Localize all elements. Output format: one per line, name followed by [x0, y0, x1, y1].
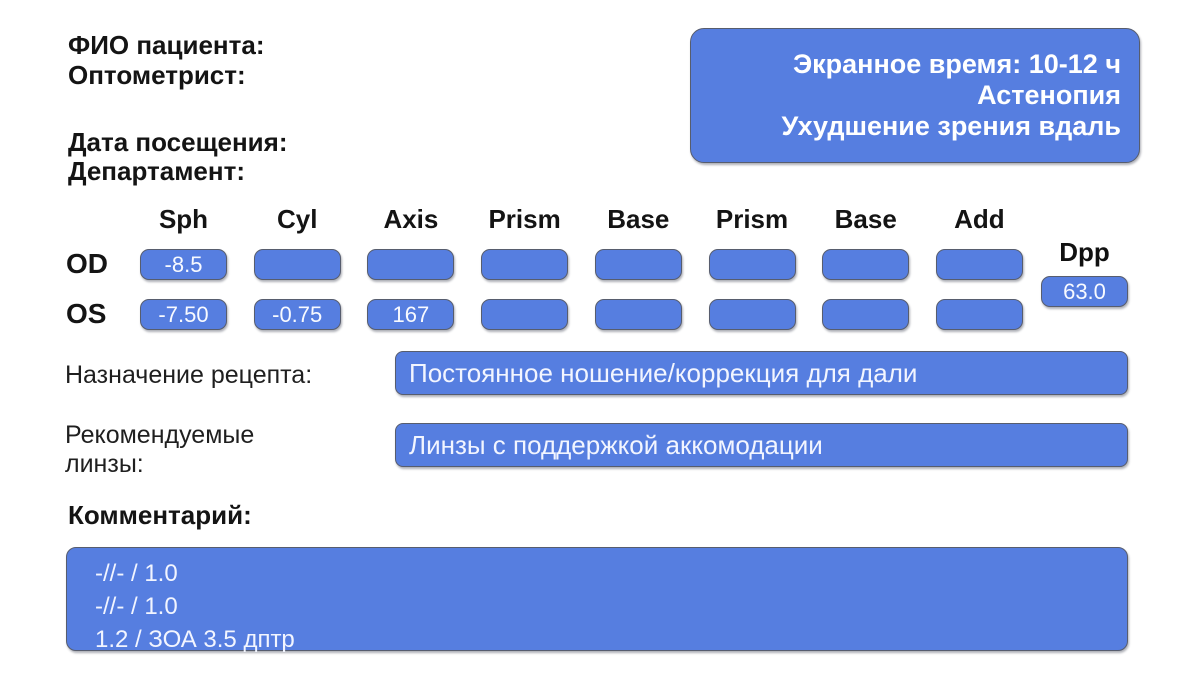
header-axis: Axis	[383, 204, 439, 234]
od-cyl-field[interactable]	[253, 249, 341, 280]
prescription-table-header: Sph Cyl Axis Prism Base Prism Base Add	[140, 204, 1023, 236]
od-prism2-field[interactable]	[708, 249, 796, 280]
os-cyl-value: -0.75	[272, 301, 323, 327]
patient-name-label: ФИО пациента:	[68, 30, 265, 60]
od-sph-value: -8.5	[164, 251, 203, 277]
od-add-field[interactable]	[935, 249, 1023, 280]
dpp-label: Dpp	[1059, 237, 1110, 267]
comment-field[interactable]: -//- / 1.0 -//- / 1.0 1.2 / ЗОА 3.5 дптр	[66, 547, 1128, 653]
os-prism2-field[interactable]	[708, 299, 796, 330]
os-axis-value: 167	[392, 301, 430, 327]
table-row-os: -7.50 -0.75 167	[140, 299, 1023, 330]
purpose-label: Назначение рецепта:	[65, 361, 313, 389]
lenses-field[interactable]: Линзы с поддержкой аккомодации	[395, 423, 1128, 467]
header-prism-2: Prism	[715, 204, 789, 234]
od-base1-field[interactable]	[594, 249, 682, 280]
od-base2-field[interactable]	[822, 249, 910, 280]
visit-date-label: Дата посещения:	[68, 127, 288, 157]
optometrist-label: Оптометрист:	[68, 60, 246, 90]
row-label-od: OD	[66, 248, 108, 279]
row-label-os: OS	[66, 298, 107, 329]
os-axis-field[interactable]: 167	[367, 299, 455, 330]
os-add-field[interactable]	[935, 299, 1023, 330]
purpose-field[interactable]: Постоянное ношение/коррекция для дали	[395, 351, 1128, 395]
lenses-value: Линзы с поддержкой аккомодации	[409, 429, 823, 460]
comment-line-1: -//- / 1.0	[95, 560, 178, 587]
header-sph: Sph	[158, 204, 209, 234]
os-sph-value: -7.50	[158, 301, 209, 327]
comment-label: Комментарий:	[68, 500, 252, 530]
os-prism1-field[interactable]	[481, 299, 569, 330]
header-base-1: Base	[607, 204, 670, 234]
header-cyl: Cyl	[276, 204, 318, 234]
department-label: Департамент:	[68, 156, 245, 186]
od-prism1-field[interactable]	[481, 249, 569, 280]
os-base1-field[interactable]	[594, 299, 682, 330]
os-sph-field[interactable]: -7.50	[140, 299, 227, 330]
dpp-value: 63.0	[1063, 278, 1106, 304]
lenses-label: Рекомендуемые линзы:	[65, 421, 255, 478]
dpp-field[interactable]: 63.0	[1041, 276, 1128, 307]
table-row-od: -8.5	[140, 249, 1023, 280]
purpose-value: Постоянное ношение/коррекция для дали	[409, 357, 918, 388]
header-prism-1: Prism	[488, 204, 561, 234]
anamnesis-line-screen-time: Экранное время: 10-12 ч	[792, 49, 1121, 79]
header-base-2: Base	[834, 204, 897, 234]
anamnesis-line-asthenopia: Астенопия	[977, 80, 1121, 110]
os-cyl-field[interactable]: -0.75	[253, 299, 341, 330]
anamnesis-box[interactable]: Экранное время: 10-12 ч Астенопия Ухудше…	[690, 28, 1140, 163]
comment-line-2: -//- / 1.0	[95, 593, 178, 620]
od-sph-field[interactable]: -8.5	[140, 249, 227, 280]
os-base2-field[interactable]	[822, 299, 910, 330]
anamnesis-line-distance-vision: Ухудшение зрения вдаль	[781, 111, 1122, 141]
od-axis-field[interactable]	[367, 249, 455, 280]
header-add: Add	[954, 204, 1005, 234]
comment-line-3: 1.2 / ЗОА 3.5 дптр	[95, 626, 295, 653]
